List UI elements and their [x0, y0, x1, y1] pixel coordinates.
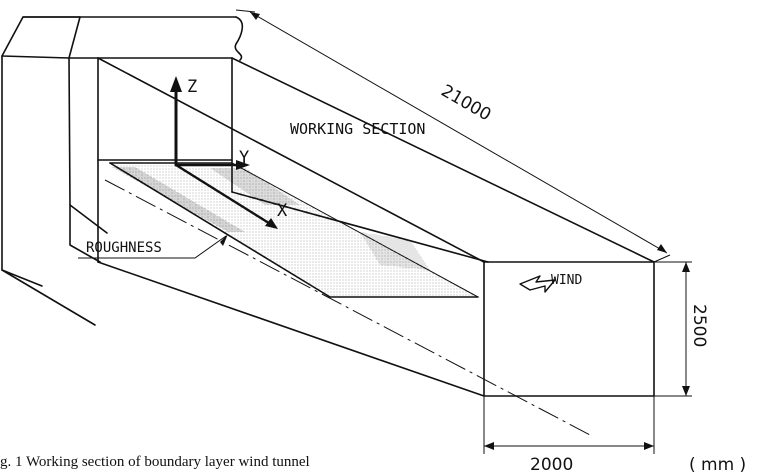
- height-dimension: [654, 261, 692, 397]
- tunnel-centerline: [104, 179, 593, 437]
- unit-label: ( mm ): [689, 455, 746, 473]
- length-dimension-value: 21000: [438, 81, 495, 125]
- x-axis-label: X: [277, 201, 288, 221]
- height-dimension-value: 2500: [689, 304, 709, 347]
- y-axis-arrowhead: [236, 160, 250, 170]
- roughness-floor: [109, 162, 479, 298]
- y-axis-label: Y: [239, 148, 249, 168]
- working-section-box: [97, 57, 655, 397]
- width-dimension: [483, 396, 655, 454]
- roughness-leader: [78, 235, 227, 259]
- length-dimension: [235, 9, 671, 263]
- wind-arrow-icon: [519, 275, 556, 293]
- wind-label: WIND: [551, 273, 582, 288]
- coordinate-axes: [170, 76, 278, 229]
- contraction-housing: [1, 16, 244, 326]
- figure-caption: g. 1 Working section of boundary layer w…: [0, 454, 310, 470]
- working-section-label: WORKING SECTION: [290, 120, 425, 138]
- z-axis-label: Z: [187, 77, 197, 97]
- roughness-label: ROUGHNESS: [86, 240, 162, 256]
- z-axis-arrowhead: [170, 76, 182, 92]
- x-axis-arrowhead: [265, 218, 278, 229]
- width-dimension-value: 2000: [530, 455, 573, 473]
